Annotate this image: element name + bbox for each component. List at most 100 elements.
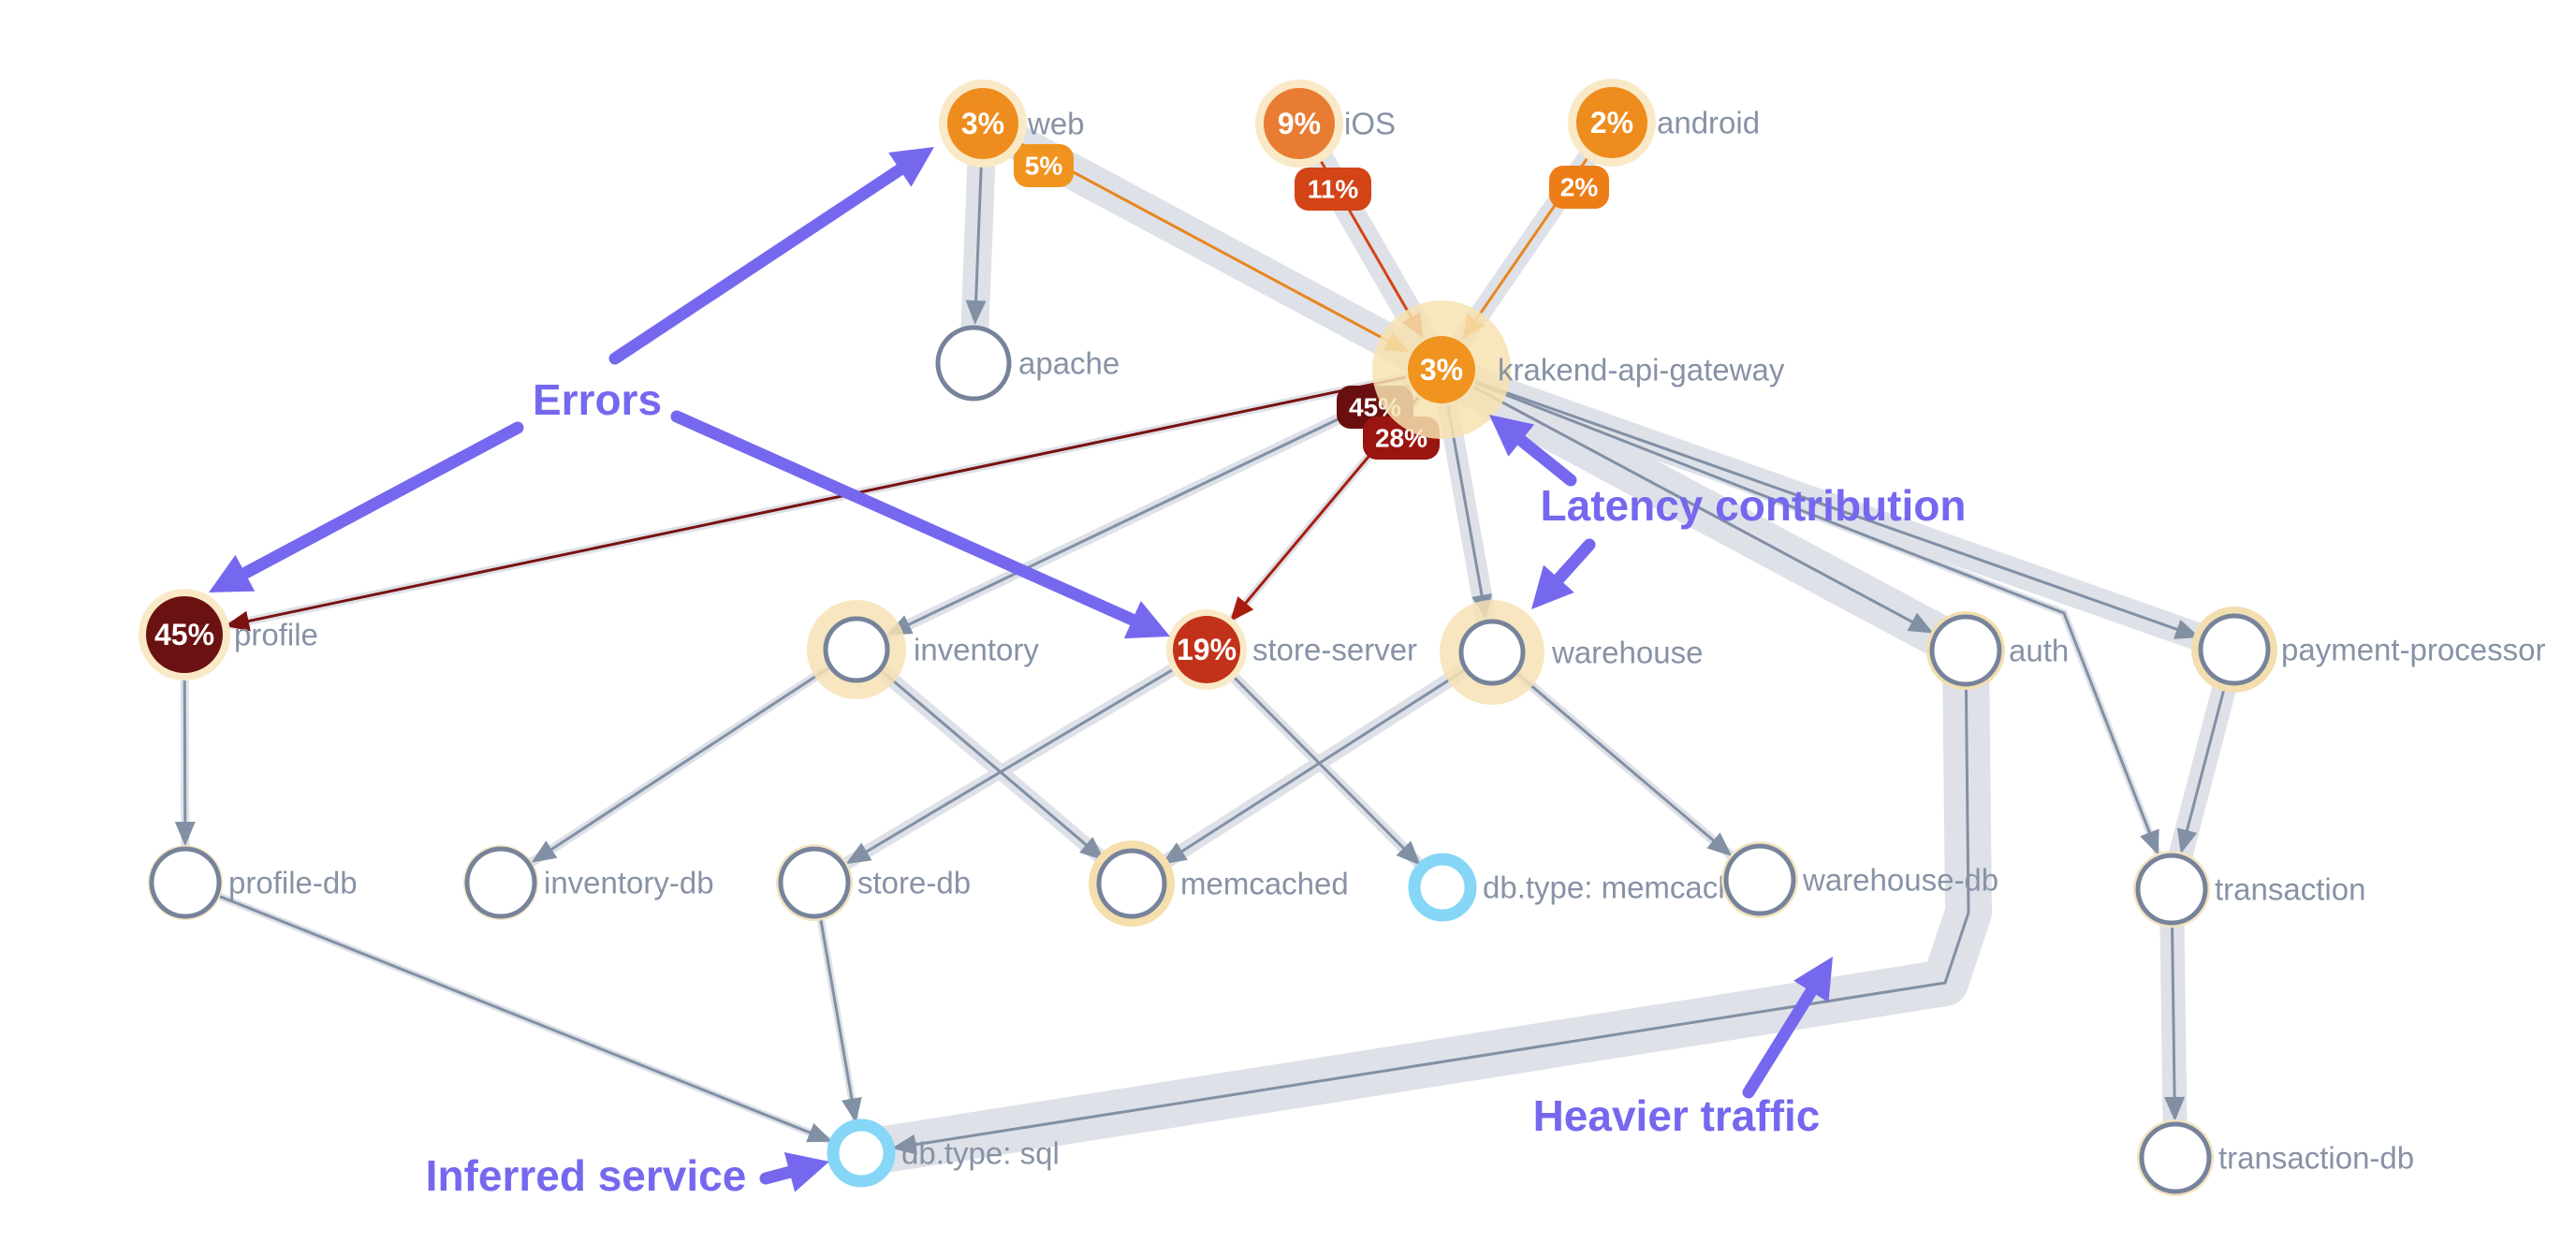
node-inventory[interactable]: inventory bbox=[807, 600, 1039, 699]
edge-arrowhead-icon bbox=[1706, 832, 1733, 856]
edge-transaction-transaction-db[interactable] bbox=[2164, 925, 2186, 1122]
node-ios[interactable]: 9% iOS bbox=[1255, 80, 1396, 168]
node-transaction-db[interactable]: transaction-db bbox=[2137, 1119, 2414, 1196]
edge-auth-sql-inferred[interactable] bbox=[891, 686, 1970, 1155]
edge-arrowhead-icon bbox=[174, 821, 196, 847]
node-auth[interactable]: auth bbox=[1926, 611, 2069, 690]
edge-krakend-profile[interactable] bbox=[225, 375, 1407, 632]
node-circle bbox=[947, 88, 1018, 159]
edge-krakend-transaction[interactable] bbox=[1474, 381, 2159, 855]
node-label: profile bbox=[234, 618, 318, 652]
node-label: profile-db bbox=[228, 866, 358, 900]
annotation-inferred: Inferred service bbox=[426, 1151, 829, 1200]
edge-warehouse-memcached[interactable] bbox=[1161, 669, 1465, 865]
annotation-text: Heavier traffic bbox=[1533, 1091, 1821, 1140]
edge-profile-db-sql-inferred[interactable] bbox=[218, 895, 833, 1143]
edge-badge-value: 11% bbox=[1308, 175, 1359, 204]
edge-line bbox=[2184, 684, 2227, 837]
node-memcached[interactable]: memcached bbox=[1089, 841, 1349, 927]
edge-store-server-store-db[interactable] bbox=[845, 666, 1177, 865]
node-circle bbox=[1576, 87, 1647, 158]
edge-arrowhead-icon bbox=[965, 300, 987, 326]
node-profile-db[interactable]: profile-db bbox=[148, 845, 358, 920]
node-label: apache bbox=[1018, 346, 1120, 381]
node-circle bbox=[1408, 853, 1477, 922]
node-warehouse-db[interactable]: warehouse-db bbox=[1721, 841, 1998, 918]
edge-line bbox=[183, 675, 187, 828]
node-label: krakend-api-gateway bbox=[1498, 353, 1785, 388]
node-label: db.type: memcach. bbox=[1483, 870, 1744, 905]
annotation-arrowhead-icon bbox=[1123, 600, 1170, 639]
node-circle bbox=[935, 325, 1012, 402]
node-store-server[interactable]: 19%store-server bbox=[1166, 609, 1417, 690]
node-badge-value: 19% bbox=[1177, 633, 1237, 666]
node-circle bbox=[464, 846, 537, 919]
edge-badge: 11% bbox=[1295, 168, 1371, 211]
edge-warehouse-warehouse-db[interactable] bbox=[1516, 673, 1733, 856]
edge-line bbox=[973, 161, 983, 307]
node-circle bbox=[2135, 853, 2208, 926]
node-circle bbox=[1173, 616, 1240, 683]
edge-arrowhead-icon bbox=[842, 1096, 862, 1123]
edge-badge-pill bbox=[1295, 168, 1371, 211]
layer-nodes: 3%web 9% iOS 2%android apache 3%krakend-api-g… bbox=[139, 79, 2545, 1196]
edge-store-db-sql-inferred[interactable] bbox=[819, 918, 862, 1123]
node-circle bbox=[2198, 613, 2271, 686]
edge-krakend-auth[interactable] bbox=[1472, 386, 1934, 634]
edge-line bbox=[910, 686, 1970, 1148]
node-transaction[interactable]: transaction bbox=[2133, 851, 2365, 928]
edge-line bbox=[860, 666, 1177, 856]
node-apache[interactable]: apache bbox=[935, 325, 1120, 402]
edge-badge-pill bbox=[1014, 144, 1074, 187]
edge-line bbox=[881, 670, 1091, 850]
annotation-errors: Errors bbox=[209, 147, 1170, 639]
edge-profile-profile-db[interactable] bbox=[174, 675, 196, 847]
node-warehouse[interactable]: warehouse bbox=[1440, 600, 1703, 705]
annotation-arrow-line bbox=[227, 421, 524, 586]
edge-arrowhead-icon bbox=[225, 610, 251, 632]
edge-krakend-payment[interactable] bbox=[1475, 380, 2201, 639]
edge-line bbox=[1472, 386, 1918, 626]
node-label: iOS bbox=[1344, 107, 1396, 141]
node-label: transaction bbox=[2215, 872, 2365, 907]
edge-line bbox=[1516, 673, 1720, 845]
edge-arrowhead-icon bbox=[2174, 619, 2201, 639]
node-web[interactable]: 3%web bbox=[939, 80, 1085, 168]
edge-arrowhead-icon bbox=[1907, 612, 1934, 634]
node-sql-inferred[interactable]: db.type: sql bbox=[827, 1119, 1060, 1188]
edge-inventory-inventory-db[interactable] bbox=[531, 666, 829, 863]
node-krakend[interactable]: 3%krakend-api-gateway bbox=[1372, 300, 1785, 439]
annotation-arrowhead-icon bbox=[1793, 957, 1833, 1002]
node-store-db[interactable]: store-db bbox=[776, 844, 971, 921]
edge-line bbox=[1231, 674, 1409, 854]
edge-web-apache[interactable] bbox=[965, 161, 987, 326]
edge-arrowhead-icon bbox=[1396, 841, 1421, 866]
node-android[interactable]: 2%android bbox=[1568, 79, 1760, 167]
node-badge-value: 9% bbox=[1278, 107, 1321, 140]
edge-store-server-memcache-inferred[interactable] bbox=[1231, 674, 1421, 866]
edge-payment-transaction[interactable] bbox=[2176, 684, 2227, 855]
edge-badge-value: 5% bbox=[1025, 152, 1063, 181]
node-label: warehouse-db bbox=[1802, 863, 1998, 898]
node-profile[interactable]: 45%profile bbox=[139, 589, 318, 680]
edge-inventory-memcached[interactable] bbox=[881, 670, 1105, 861]
edge-line bbox=[1474, 381, 2153, 839]
node-circle bbox=[2139, 1121, 2212, 1194]
node-circle bbox=[149, 846, 222, 919]
edge-krakend-inventory[interactable] bbox=[886, 384, 1410, 636]
node-inventory-db[interactable]: inventory-db bbox=[463, 845, 714, 920]
edge-line bbox=[2171, 925, 2176, 1104]
edge-line bbox=[218, 895, 816, 1136]
node-label: transaction-db bbox=[2218, 1141, 2414, 1176]
annotation-arrowhead-icon bbox=[783, 1151, 829, 1192]
node-circle bbox=[146, 596, 223, 673]
annotation-latency: Latency contribution bbox=[1489, 415, 1966, 609]
annotation-text: Latency contribution bbox=[1541, 481, 1967, 530]
node-label: store-db bbox=[857, 866, 971, 900]
node-memcache-inferred[interactable]: db.type: memcach. bbox=[1408, 853, 1744, 922]
edge-line bbox=[242, 375, 1407, 624]
node-payment[interactable]: payment-processor bbox=[2191, 607, 2545, 693]
node-label: web bbox=[1027, 107, 1085, 141]
